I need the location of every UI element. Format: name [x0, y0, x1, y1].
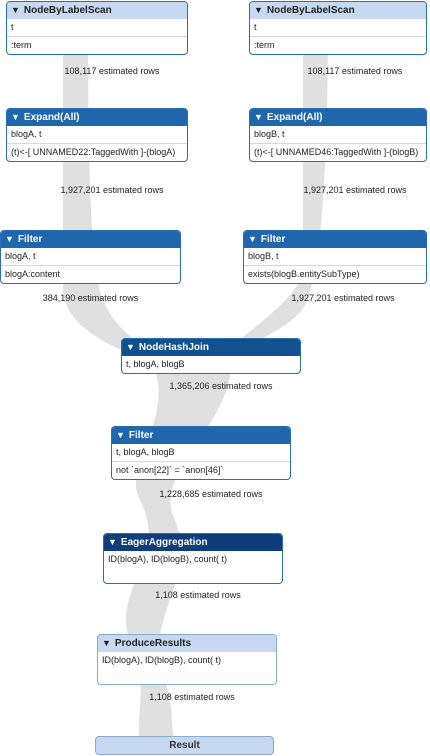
- operator-row: not `anon[22]` = `anon[46]`: [112, 461, 290, 479]
- operator-row: t, blogA, blogB: [116, 447, 175, 457]
- estimated-rows: 1,108 estimated rows: [149, 692, 235, 702]
- expand-all-a[interactable]: ▼Expand(All) blogA, t (t)<-[ UNNAMED22:T…: [6, 108, 188, 162]
- operator-header: ▼EagerAggregation: [104, 534, 282, 551]
- operator-header: ▼NodeHashJoin: [122, 339, 300, 356]
- result-node[interactable]: Result: [95, 736, 274, 755]
- collapse-triangle-icon[interactable]: ▼: [11, 5, 20, 15]
- estimated-rows: 108,117 estimated rows: [307, 66, 403, 76]
- operator-row: blogB, t: [254, 129, 285, 139]
- estimated-rows: 1,228,685 estimated rows: [159, 489, 263, 499]
- node-by-label-scan-b[interactable]: ▼NodeByLabelScan t :term: [249, 1, 427, 55]
- operator-row: t: [11, 22, 14, 32]
- estimated-rows: 1,927,201 estimated rows: [60, 185, 164, 195]
- operator-header: ▼NodeByLabelScan: [7, 2, 187, 19]
- estimated-rows: 1,927,201 estimated rows: [303, 185, 407, 195]
- collapse-triangle-icon[interactable]: ▼: [108, 537, 117, 547]
- operator-row: ID(blogA), ID(blogB), count( t): [102, 655, 222, 665]
- estimated-rows: 384,190 estimated rows: [42, 293, 139, 303]
- operator-row: blogA, t: [11, 129, 42, 139]
- operator-header: ▼Expand(All): [250, 109, 426, 126]
- collapse-triangle-icon[interactable]: ▼: [254, 5, 263, 15]
- estimated-rows: 108,117 estimated rows: [64, 66, 160, 76]
- operator-row: t: [254, 22, 257, 32]
- estimated-rows: 1,365,206 estimated rows: [169, 381, 273, 391]
- operator-row: blogB, t: [248, 251, 279, 261]
- filter-b[interactable]: ▼Filter blogB, t exists(blogB.entitySubT…: [243, 230, 427, 284]
- collapse-triangle-icon[interactable]: ▼: [11, 112, 20, 122]
- collapse-triangle-icon[interactable]: ▼: [126, 342, 135, 352]
- operator-header: ▼ProduceResults: [98, 635, 276, 652]
- operator-header: ▼Filter: [112, 427, 290, 444]
- filter-c[interactable]: ▼Filter t, blogA, blogB not `anon[22]` =…: [111, 426, 291, 480]
- produce-results[interactable]: ▼ProduceResults ID(blogA), ID(blogB), co…: [97, 634, 277, 685]
- operator-row: ID(blogA), ID(blogB), count( t): [108, 554, 228, 564]
- estimated-rows: 1,927,201 estimated rows: [291, 293, 395, 303]
- filter-a[interactable]: ▼Filter blogA, t blogA:content: [0, 230, 181, 284]
- operator-row: :term: [7, 36, 187, 54]
- operator-header: ▼Filter: [244, 231, 426, 248]
- collapse-triangle-icon[interactable]: ▼: [116, 430, 125, 440]
- expand-all-b[interactable]: ▼Expand(All) blogB, t (t)<-[ UNNAMED46:T…: [249, 108, 427, 162]
- operator-header: ▼Filter: [1, 231, 180, 248]
- eager-aggregation[interactable]: ▼EagerAggregation ID(blogA), ID(blogB), …: [103, 533, 283, 584]
- operator-row: (t)<-[ UNNAMED46:TaggedWith ]-(blogB): [250, 143, 426, 161]
- operator-header: ▼NodeByLabelScan: [250, 2, 426, 19]
- collapse-triangle-icon[interactable]: ▼: [254, 112, 263, 122]
- node-by-label-scan-a[interactable]: ▼NodeByLabelScan t :term: [6, 1, 188, 55]
- node-hash-join[interactable]: ▼NodeHashJoin t, blogA, blogB: [121, 338, 301, 374]
- operator-row: :term: [250, 36, 426, 54]
- collapse-triangle-icon[interactable]: ▼: [5, 234, 14, 244]
- operator-row: (t)<-[ UNNAMED22:TaggedWith ]-(blogA): [7, 143, 187, 161]
- operator-row: exists(blogB.entitySubType): [244, 265, 426, 283]
- collapse-triangle-icon[interactable]: ▼: [102, 638, 111, 648]
- operator-row: t, blogA, blogB: [126, 359, 185, 369]
- collapse-triangle-icon[interactable]: ▼: [248, 234, 257, 244]
- operator-row: blogA:content: [1, 265, 180, 283]
- operator-header: ▼Expand(All): [7, 109, 187, 126]
- operator-row: blogA, t: [5, 251, 36, 261]
- estimated-rows: 1,108 estimated rows: [155, 590, 241, 600]
